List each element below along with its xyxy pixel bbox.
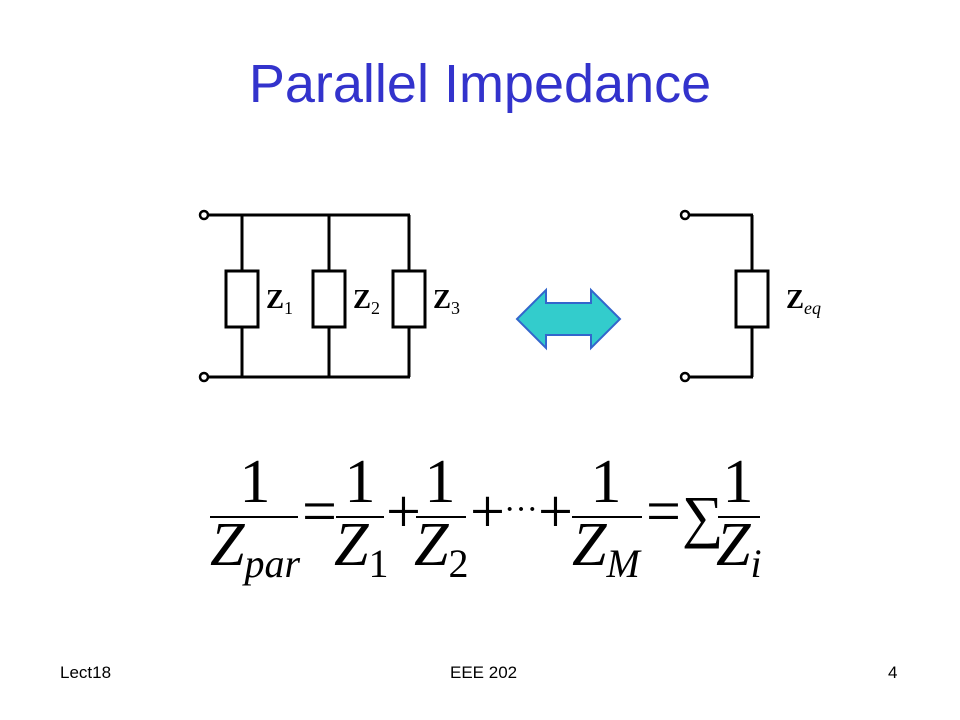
slide-title: Parallel Impedance [248,54,712,114]
ellipsis: ··· [504,491,538,528]
numerator-5: 1 [723,448,754,516]
impedance-z2-box [311,269,347,329]
plus-sign-3: + [538,478,573,546]
summation-sign: ∑ [682,484,723,549]
footer-center: EEE 202 [450,663,518,682]
parallel-impedance-equation: 1 Zpar = 1 Z1 + 1 Z2 + ··· + 1 ZM = ∑ 1 … [210,448,762,586]
double-arrow-icon [515,287,622,351]
numerator-3: 1 [425,448,456,516]
denominator-z2: Z2 [414,511,468,586]
terminal-bottom-left [198,371,210,383]
plus-sign-2: + [470,478,505,546]
impedance-zeq-box [734,269,770,329]
denominator-z-par: Zpar [210,511,300,586]
numerator-2: 1 [345,448,376,516]
denominator-zi: Zi [716,511,762,586]
impedance-z1-label: Z1 [266,284,293,318]
denominator-zm: ZM [572,511,642,586]
impedance-z3-label: Z3 [433,284,460,318]
equals-sign-2: = [646,478,681,546]
impedance-z3-box [391,269,427,329]
numerator-4: 1 [591,448,622,516]
impedance-z2-label: Z2 [353,284,380,318]
numerator-1: 1 [240,448,271,516]
terminal-bottom-right [679,371,691,383]
impedance-z1-box [224,269,260,329]
footer-left: Lect18 [60,663,112,682]
equals-sign-1: = [302,478,337,546]
denominator-z1: Z1 [334,511,388,586]
terminal-top-left [198,209,210,221]
impedance-zeq-label: Zeq [786,284,821,318]
terminal-top-right [679,209,691,221]
plus-sign-1: + [386,478,421,546]
footer-page-number: 4 [888,663,898,682]
parallel-network [198,209,427,383]
equivalent-network [679,209,770,383]
